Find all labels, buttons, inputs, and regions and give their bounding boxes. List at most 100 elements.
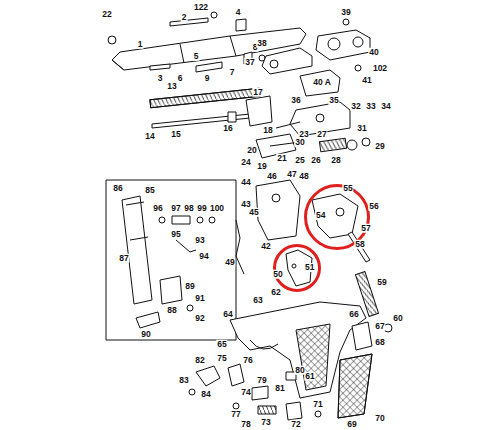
callout-number: 21 [276, 154, 287, 163]
callout-number: 35 [328, 96, 339, 105]
callout-number: 4 [235, 8, 242, 17]
callout-number: 87 [118, 254, 129, 263]
callout-number: 26 [310, 156, 321, 165]
callout-number: 38 [256, 39, 267, 48]
callout-number: 92 [194, 314, 205, 323]
callout-number: 95 [170, 230, 181, 239]
callout-number: 67 [374, 322, 385, 331]
callout-number: 48 [298, 172, 309, 181]
callout-number: 64 [222, 310, 233, 319]
callout-number: 68 [374, 338, 385, 347]
callout-number: 51 [304, 263, 315, 272]
callout-number: 23 [298, 130, 309, 139]
callout-number: 47 [286, 170, 297, 179]
callout-number: 42 [260, 242, 271, 251]
callout-number: 36 [290, 96, 301, 105]
grip-panel-loose [338, 354, 372, 418]
callout-number: 69 [346, 420, 357, 429]
callout-number: 90 [140, 330, 151, 339]
callout-number: 97 [170, 204, 181, 213]
callout-number: 86 [112, 184, 123, 193]
callout-number: 81 [274, 384, 285, 393]
callout-number: 122 [193, 3, 209, 12]
callout-number: 63 [252, 296, 263, 305]
callout-number: 28 [330, 156, 341, 165]
callout-number: 5 [193, 52, 200, 61]
callout-number: 82 [194, 356, 205, 365]
callout-number: 89 [184, 282, 195, 291]
callout-number: 32 [350, 102, 361, 111]
callout-number: 17 [252, 88, 263, 97]
callout-number: 1 [137, 40, 144, 49]
callout-number: 65 [216, 340, 227, 349]
callout-number: 24 [240, 158, 251, 167]
magazine-inset-frame [106, 180, 236, 340]
callout-number: 20 [246, 146, 257, 155]
highlight-circle: 51 [273, 244, 321, 292]
callout-number: 7 [229, 68, 236, 77]
trigger-plate [312, 194, 358, 238]
callout-number: 44 [240, 178, 251, 187]
callout-number: 9 [204, 74, 211, 83]
callout-number: 16 [222, 124, 233, 133]
callout-number: 77 [230, 410, 241, 419]
callout-number: 18 [262, 126, 273, 135]
callout-number: 31 [356, 124, 367, 133]
callout-number: 102 [372, 64, 388, 73]
callout-number: 56 [368, 202, 379, 211]
callout-number: 96 [152, 204, 163, 213]
recoil-spring [150, 88, 260, 107]
callout-number: 93 [194, 236, 205, 245]
callout-number: 25 [294, 156, 305, 165]
toggle-knob [316, 30, 370, 60]
callout-number: 40 [368, 48, 379, 57]
callout-number: 40 A [312, 78, 332, 87]
toggle-link [262, 48, 312, 74]
callout-number: 60 [392, 314, 403, 323]
callout-number: 80 [294, 366, 305, 375]
callout-number: 100 [209, 204, 225, 213]
callout-number: 59 [376, 278, 387, 287]
callout-number: 78 [240, 420, 251, 429]
callout-number: 55 [342, 184, 353, 193]
grip-panel [296, 324, 330, 390]
callout-number: 98 [183, 204, 194, 213]
callout-number: 54 [315, 211, 326, 220]
callout-number: 30 [294, 138, 305, 147]
callout-number: 49 [224, 258, 235, 267]
callout-number: 37 [244, 58, 255, 67]
callout-number: 76 [242, 356, 253, 365]
callout-number: 94 [198, 252, 209, 261]
callout-number: 73 [260, 418, 271, 427]
callout-number: 79 [256, 376, 267, 385]
callout-number: 66 [348, 310, 359, 319]
sideplate [256, 180, 300, 240]
callout-number: 57 [360, 224, 371, 233]
callout-number: 22 [101, 10, 112, 19]
callout-number: 72 [290, 420, 301, 429]
callout-number: 61 [304, 372, 315, 381]
callout-number: 74 [240, 388, 251, 397]
callout-number: 85 [144, 186, 155, 195]
callout-number: 58 [354, 240, 365, 249]
callout-number: 62 [270, 288, 281, 297]
callout-number: 88 [166, 306, 177, 315]
callout-number: 83 [178, 376, 189, 385]
callout-number: 3 [157, 74, 164, 83]
callout-number: 91 [194, 294, 205, 303]
callout-number: 33 [365, 102, 376, 111]
callout-number: 41 [361, 76, 372, 85]
callout-number: 14 [144, 132, 155, 141]
callout-number: 99 [196, 204, 207, 213]
callout-number: 19 [256, 162, 267, 171]
callout-number: 46 [266, 172, 277, 181]
callout-number: 39 [340, 8, 351, 17]
callout-number: 43 [240, 200, 251, 209]
callout-number: 15 [170, 130, 181, 139]
callout-number: 34 [380, 102, 391, 111]
callout-number: 75 [216, 354, 227, 363]
callout-number: 71 [312, 400, 323, 409]
callout-number: 50 [272, 270, 283, 279]
callout-number: 45 [248, 208, 259, 217]
callout-number: 84 [200, 390, 211, 399]
